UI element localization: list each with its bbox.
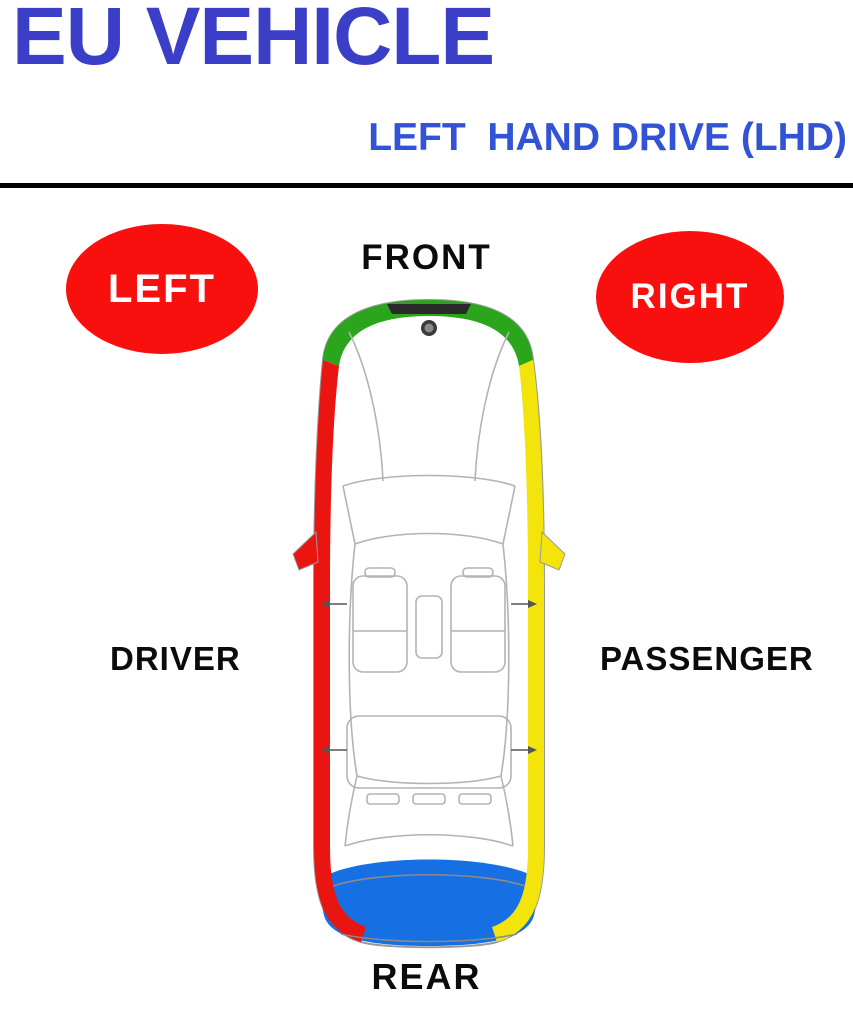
arrowhead-front-left	[321, 600, 330, 608]
page-title: EU VEHICLE	[12, 0, 495, 82]
center-console	[415, 595, 443, 659]
right-yellow-strip	[492, 360, 544, 942]
left-mirror	[292, 530, 319, 571]
passenger-label: PASSENGER	[600, 640, 814, 677]
passenger-seat	[450, 567, 506, 673]
driver-label: DRIVER	[110, 640, 241, 677]
arrowhead-rear-right	[528, 746, 537, 754]
rear-window-line	[344, 833, 514, 847]
right-side-badge-text: RIGHT	[630, 277, 750, 316]
windshield-top-line	[342, 474, 516, 487]
rear-label: REAR	[371, 956, 482, 997]
front-green-strip	[323, 300, 533, 366]
driver-seat	[352, 567, 408, 673]
front-grille-bar	[387, 304, 471, 314]
car-interior-lines	[332, 331, 526, 943]
windshield-bottom-line	[354, 532, 504, 545]
rear-bench-seat	[346, 715, 512, 805]
left-side-badge: LEFT	[66, 224, 258, 354]
car-top-view-diagram	[292, 298, 566, 949]
left-red-strip	[314, 360, 366, 942]
hood-emblem-inner	[424, 323, 434, 333]
side-direction-arrows	[321, 600, 537, 754]
arrowhead-front-right	[528, 600, 537, 608]
page-subtitle: LEFT HAND DRIVE (LHD)	[368, 116, 847, 159]
arrowhead-rear-left	[321, 746, 330, 754]
car-body-outline	[313, 298, 545, 949]
left-side-badge-text: LEFT	[108, 266, 216, 311]
right-mirror	[539, 530, 566, 571]
header-divider	[0, 183, 853, 188]
right-side-badge: RIGHT	[596, 231, 784, 363]
rear-blue-panel	[323, 859, 535, 946]
front-label: FRONT	[361, 238, 492, 277]
